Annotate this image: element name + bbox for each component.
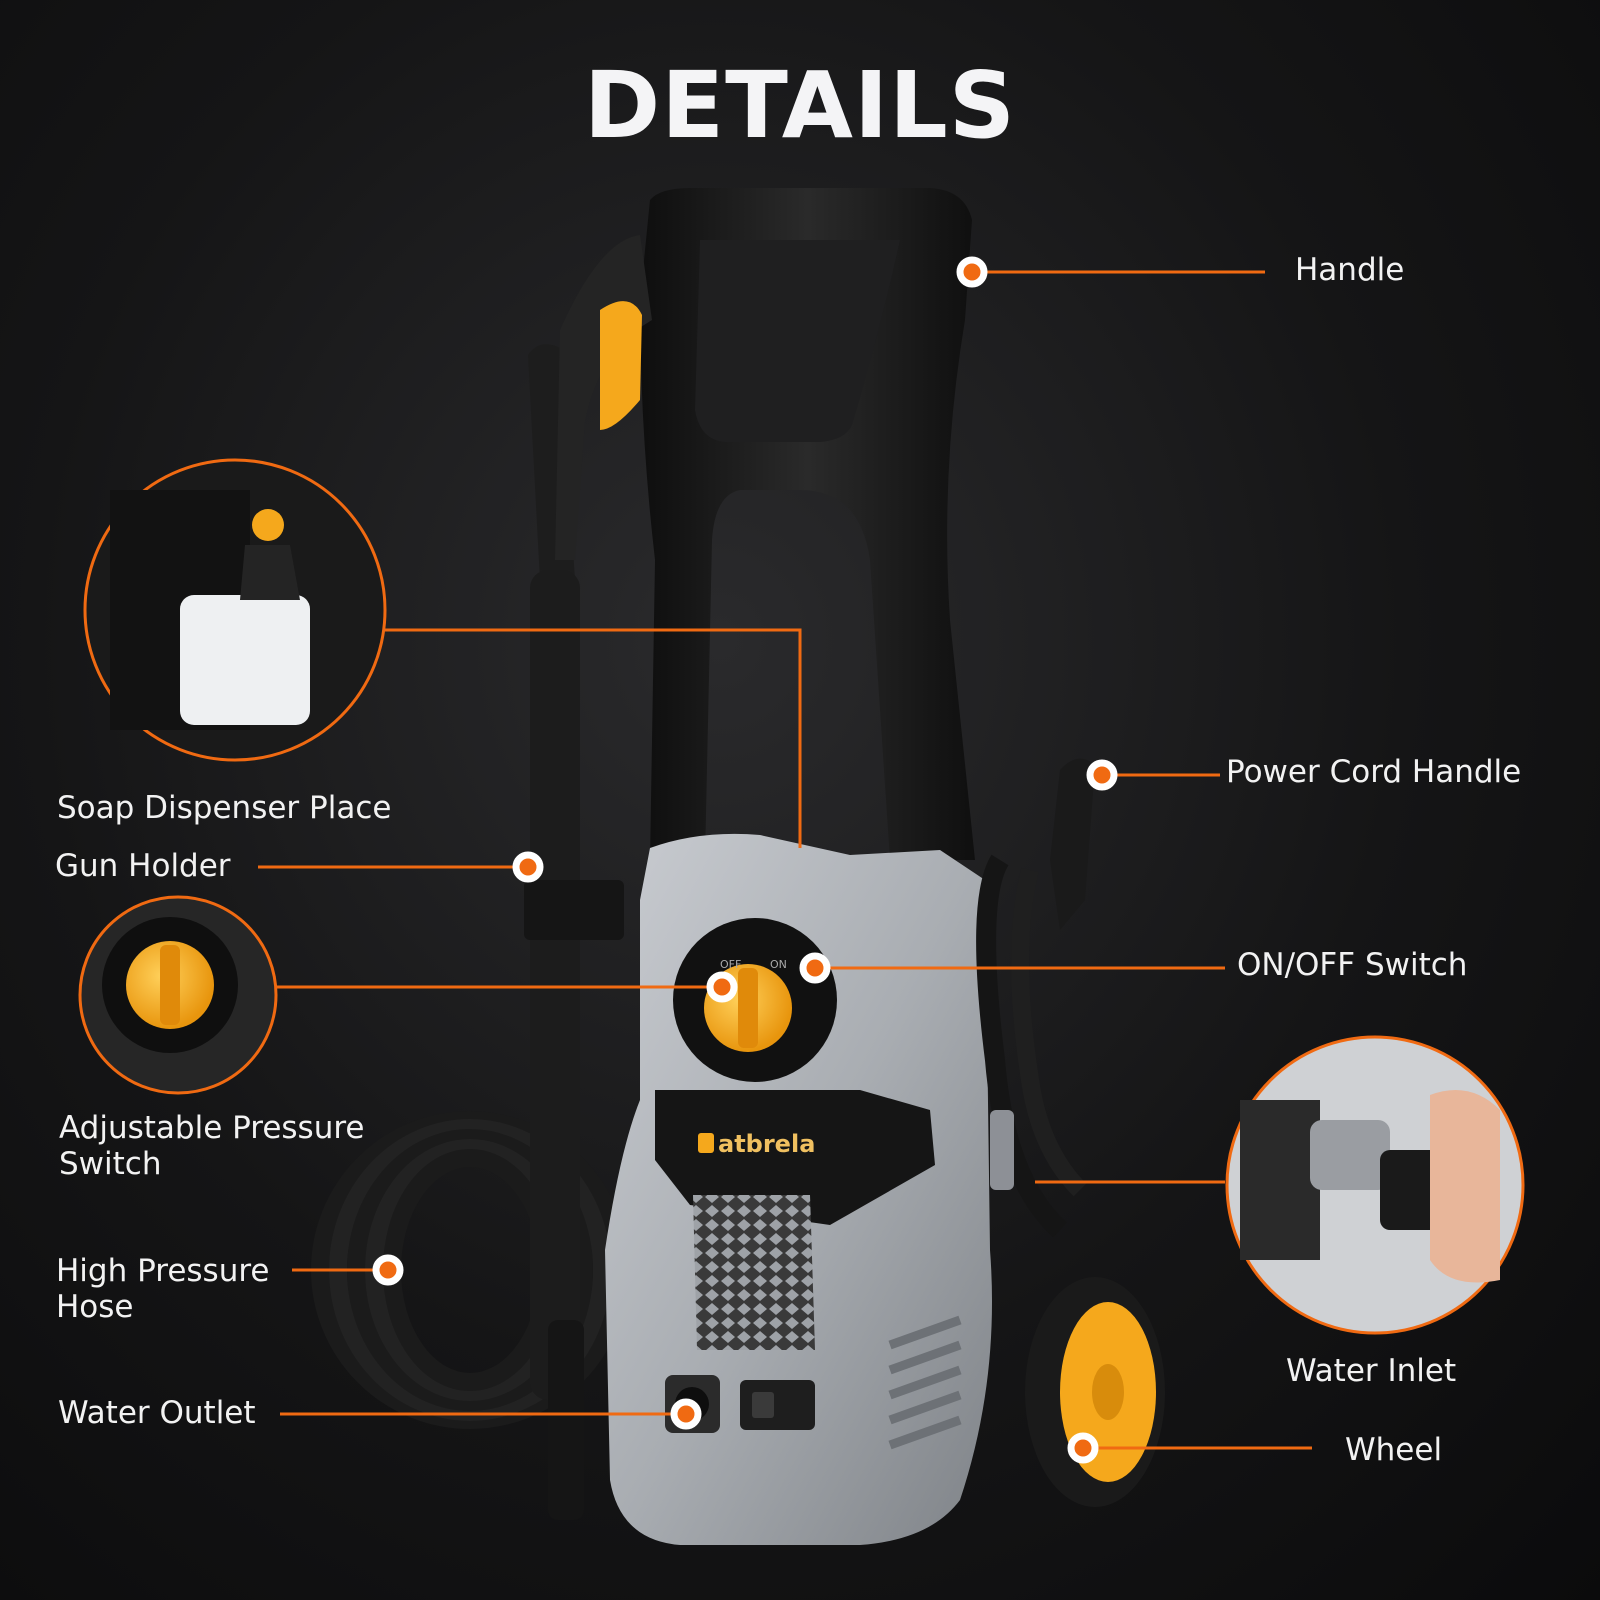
label-gun-holder: Gun Holder xyxy=(55,848,231,884)
marker-gun-holder xyxy=(512,851,544,883)
zoom-pressure-switch xyxy=(78,895,278,1095)
marker-on-off-switch xyxy=(799,952,831,984)
label-power-cord-handle: Power Cord Handle xyxy=(1226,754,1522,790)
connector-lines xyxy=(258,270,1312,1450)
side-vents xyxy=(888,1315,962,1450)
marker-dots xyxy=(372,256,1118,1464)
label-handle: Handle xyxy=(1295,252,1405,288)
brand-logo-text: atbrela xyxy=(718,1130,815,1158)
label-high-pressure-hose: High Pressure Hose xyxy=(56,1253,270,1325)
marker-pressure-switch xyxy=(706,971,738,1003)
label-adjustable-pressure-switch: Adjustable Pressure Switch xyxy=(59,1110,365,1182)
power-cord xyxy=(976,758,1095,1238)
marker-power-cord-handle xyxy=(1086,759,1118,791)
switch-on-mark: ON xyxy=(770,958,787,971)
label-water-outlet: Water Outlet xyxy=(58,1395,256,1431)
handle-opening xyxy=(695,240,900,442)
marker-handle xyxy=(956,256,988,288)
label-on-off-switch: ON/OFF Switch xyxy=(1237,947,1468,983)
label-water-inlet: Water Inlet xyxy=(1286,1353,1457,1389)
spray-gun xyxy=(524,235,652,1520)
label-wheel: Wheel xyxy=(1345,1432,1443,1468)
vent-grill xyxy=(693,1195,815,1350)
marker-water-outlet xyxy=(670,1398,702,1430)
marker-wheel xyxy=(1067,1432,1099,1464)
brand-plate: atbrela xyxy=(655,1090,935,1225)
marker-high-pressure-hose xyxy=(372,1254,404,1286)
switch-panel: OFF ON xyxy=(673,918,837,1082)
zoom-soap-dispenser xyxy=(83,458,387,762)
label-soap-dispenser: Soap Dispenser Place xyxy=(57,790,392,826)
wheel xyxy=(1025,1277,1165,1507)
zoom-water-inlet xyxy=(1225,1035,1525,1335)
page-title: DETAILS xyxy=(583,52,1017,159)
switch-off-mark: OFF xyxy=(720,958,741,971)
